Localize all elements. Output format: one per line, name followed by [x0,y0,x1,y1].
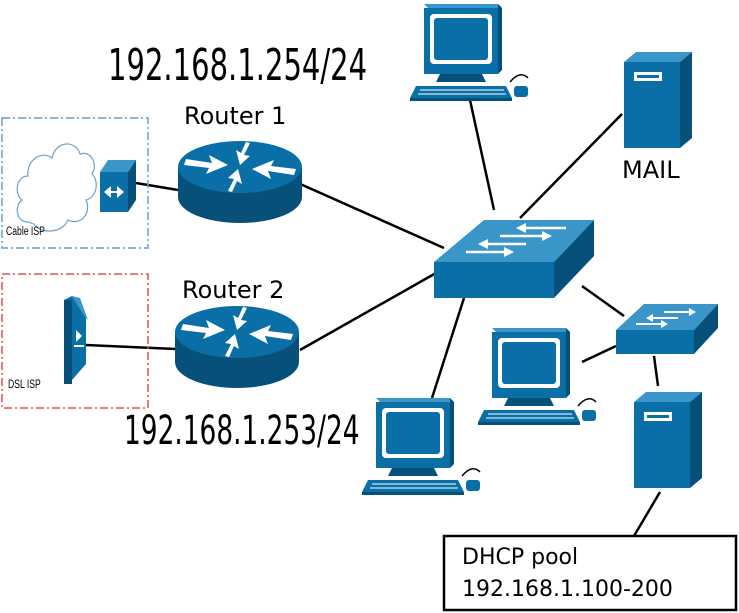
workstation-bottom-right [477,327,597,426]
dsl-isp-border [1,273,149,409]
router1-label: Router 1 [184,102,286,130]
server-icon [634,392,702,488]
small-switch [616,304,718,354]
mail-server-label: MAIL [622,156,680,184]
dsl-isp-group: DSL ISP [1,273,149,409]
cable-isp-label: Cable ISP [6,226,45,239]
workstation-icon [361,397,481,496]
router2-ip-label: 192.168.1.253/24 [124,407,360,453]
cloud-icon [16,143,97,232]
router1-ip-label: 192.168.1.254/24 [108,39,367,91]
link-ws-bottom-right-small-switch [581,344,617,364]
link-router1-switch [297,181,445,250]
link-cable-modem-router1 [135,181,179,192]
link-dhcp-server-box [632,491,662,537]
cable-isp-group: Cable ISP [1,117,149,249]
workstation-bottom-left [361,397,481,496]
dhcp-pool-border [442,534,738,612]
router-icon [175,306,299,388]
workstation-top [409,3,529,102]
link-small-switch-dhcp-server [652,355,660,387]
server-icon [624,52,692,148]
switch-icon [434,220,594,298]
mail-server [624,52,692,148]
dsl-modem-icon [64,296,88,384]
dhcp-pool-box [442,534,738,612]
link-ws-bottom-left-switch [430,297,466,399]
link-switch-small-switch [581,284,625,318]
router-1 [178,141,302,223]
workstation-icon [409,3,529,102]
links [85,99,662,537]
router2-label: Router 2 [182,276,284,304]
dsl-isp-label: DSL ISP [8,379,41,392]
cable-isp-border [1,117,149,249]
link-mail-switch [519,113,623,219]
workstation-icon [477,327,597,426]
modem-icon [100,160,136,212]
router-icon [178,141,302,223]
switch-icon [616,304,718,354]
dhcp-pool-range: 192.168.1.100-200 [462,577,673,602]
link-ws-top-switch [468,99,496,211]
link-dsl-modem-router2 [85,343,177,351]
dhcp-pool-title: DHCP pool [462,545,578,570]
router-2 [175,306,299,388]
main-switch [434,220,594,298]
dhcp-server [634,392,702,488]
link-router2-switch [299,271,437,352]
